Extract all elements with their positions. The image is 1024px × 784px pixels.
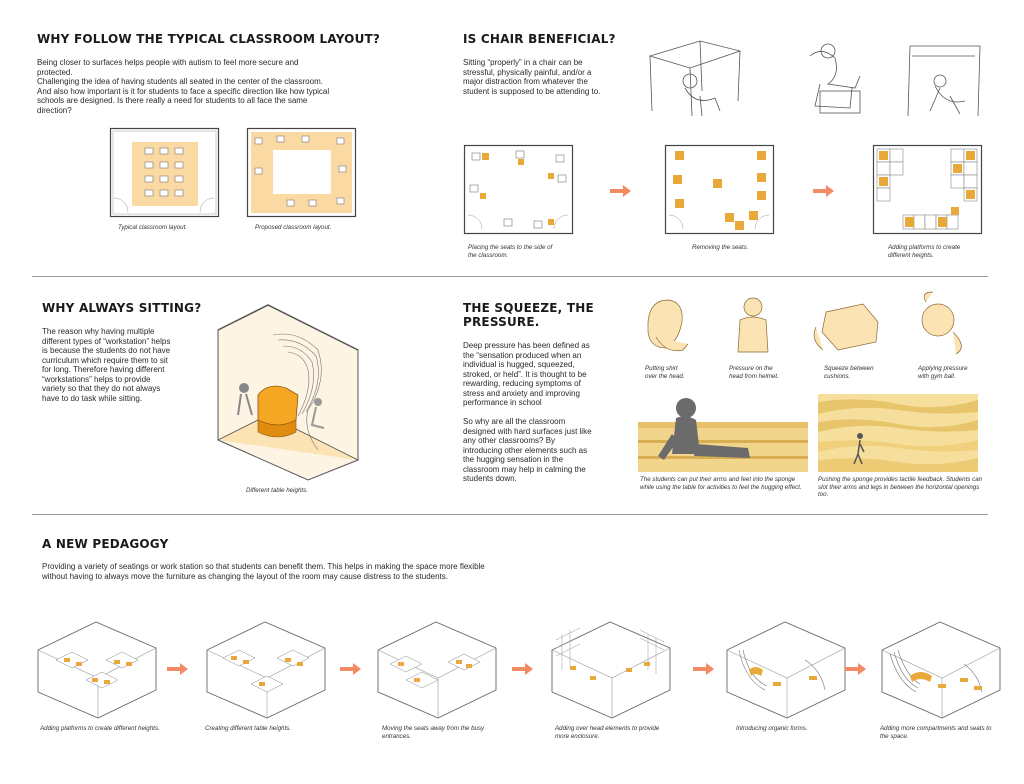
caption-seats-side: Placing the seats to the side of the cla… xyxy=(468,244,553,259)
iso-room-2 xyxy=(206,621,326,719)
pedagogy-arrow-3 xyxy=(512,663,533,675)
section-title-sitting: WHY ALWAYS SITTING? xyxy=(42,301,202,315)
section-title-chair: IS CHAIR BENEFICIAL? xyxy=(463,32,616,46)
plan-seats-removed xyxy=(664,144,775,235)
proposed-layout-plan xyxy=(246,127,357,218)
pedagogy-arrow-2 xyxy=(340,663,361,675)
workstation-isometric xyxy=(217,304,359,481)
pedagogy-arrow-4 xyxy=(693,663,714,675)
arrow-2 xyxy=(813,185,834,197)
chair-sketches xyxy=(648,40,981,117)
squeeze-title-line2: PRESSURE. xyxy=(463,315,540,329)
photo-caption-hug: The students can put their arms and feet… xyxy=(640,476,802,491)
plan-platforms xyxy=(872,144,983,235)
section-title-squeeze: THE SQUEEZE, THE PRESSURE. xyxy=(463,301,594,329)
divider-1 xyxy=(32,276,988,277)
chair-text: Sitting “properly” in a chair can be str… xyxy=(463,58,601,96)
sponge-wall-photo xyxy=(818,394,978,472)
plan-seats-side xyxy=(463,144,574,235)
divider-2 xyxy=(32,514,988,515)
iso-room-5 xyxy=(726,621,846,719)
step-caption-2: Creating different table heights. xyxy=(205,725,291,732)
squeeze-text: Deep pressure has been defined as the “s… xyxy=(463,341,592,483)
sketch-caption-helmet: Pressure on the head from helmet. xyxy=(729,365,779,380)
arrow-1 xyxy=(610,185,631,197)
section-title-pedagogy: A NEW PEDAGOGY xyxy=(42,537,169,551)
caption-seats-removed: Removing the seats. xyxy=(692,244,749,251)
pedagogy-text: Providing a variety of seatings or work … xyxy=(42,562,485,581)
typical-layout-plan xyxy=(109,127,220,218)
caption-platforms: Adding platforms to create different hei… xyxy=(888,244,961,259)
sponge-table-photo xyxy=(638,398,808,472)
pedagogy-arrow-1 xyxy=(167,663,188,675)
squeeze-title-line1: THE SQUEEZE, THE xyxy=(463,301,594,315)
step-caption-3: Moving the seats away from the busy entr… xyxy=(382,725,485,740)
iso-room-1 xyxy=(37,621,157,719)
sitting-text: The reason why having multiple different… xyxy=(42,327,171,403)
photo-caption-push: Pushing the sponge provides tactile feed… xyxy=(818,476,983,498)
step-caption-6: Adding more compartments and seats to th… xyxy=(880,725,992,740)
iso-room-6 xyxy=(881,621,1001,719)
sketch-caption-cushions: Squeeze between cushions. xyxy=(824,365,874,380)
caption-proposed-layout: Proposed classroom layout. xyxy=(255,224,332,231)
classroom-layout-text: Being closer to surfaces helps people wi… xyxy=(37,58,330,115)
step-caption-1: Adding platforms to create different hei… xyxy=(40,725,160,732)
caption-typical-layout: Typical classroom layout. xyxy=(118,224,188,231)
pressure-sketches xyxy=(647,291,962,355)
caption-table-heights: Different table heights. xyxy=(246,487,308,494)
iso-room-4 xyxy=(551,621,671,719)
section-title-classroom-layout: WHY FOLLOW THE TYPICAL CLASSROOM LAYOUT? xyxy=(37,32,381,46)
pedagogy-arrow-5 xyxy=(845,663,866,675)
sketch-caption-shirt: Putting shirt over the head. xyxy=(645,365,685,380)
step-caption-4: Adding over head elements to provide mor… xyxy=(555,725,660,740)
step-caption-5: Introducing organic forms. xyxy=(736,725,808,732)
iso-room-3 xyxy=(377,621,497,719)
sketch-caption-gymball: Applying pressure with gym ball. xyxy=(918,365,968,380)
